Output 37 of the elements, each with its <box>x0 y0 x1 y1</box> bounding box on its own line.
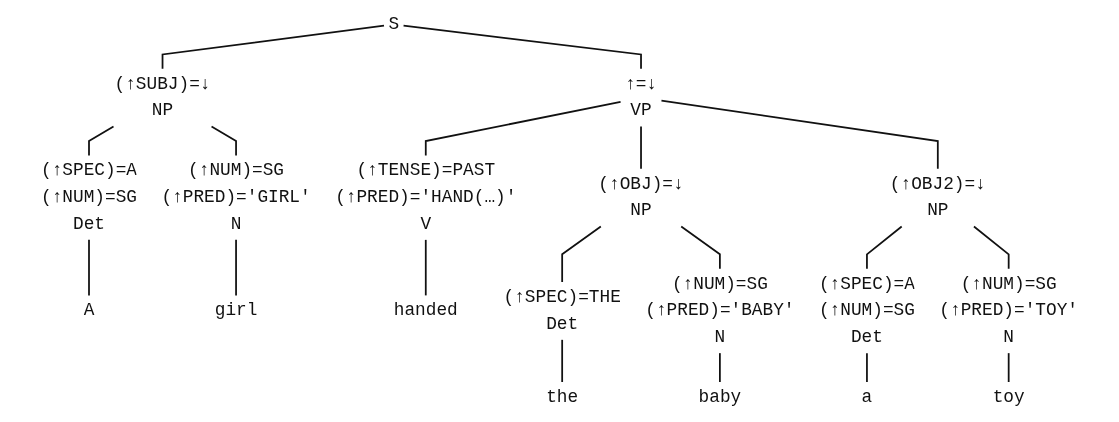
node-text: (↑SPEC)=THE Det <box>503 287 621 335</box>
connector <box>660 99 939 170</box>
node-text: ↑=↓ VP <box>625 74 658 122</box>
node-text: (↑SPEC)=A (↑NUM)=SG Det <box>41 161 137 235</box>
connector <box>561 225 602 283</box>
connector <box>424 239 427 297</box>
node-text: (↑SUBJ)=↓ NP <box>114 74 211 122</box>
connector <box>1007 352 1010 383</box>
node-text: (↑NUM)=SG (↑PRED)='BABY' N <box>645 274 795 348</box>
connector <box>640 125 642 170</box>
connector <box>719 352 721 383</box>
connector <box>424 100 622 157</box>
connector <box>88 239 90 297</box>
node-text: (↑NUM)=SG (↑PRED)='TOY' N <box>939 274 1078 348</box>
node-text: (↑OBJ2)=↓ NP <box>889 174 986 221</box>
connector <box>973 225 1010 270</box>
connector <box>866 352 868 383</box>
connector <box>680 225 721 270</box>
node-text: S <box>388 14 400 35</box>
connector <box>402 24 642 70</box>
connector <box>561 338 564 383</box>
node-text: the <box>546 387 579 408</box>
node-text: toy <box>992 387 1025 408</box>
node-text: a <box>861 387 873 408</box>
node-text: A <box>83 300 95 321</box>
connector <box>161 24 385 70</box>
node-text: (↑SPEC)=A (↑NUM)=SG Det <box>818 274 915 348</box>
connector <box>866 225 903 270</box>
node-text: (↑NUM)=SG (↑PRED)='GIRL' N <box>161 161 311 235</box>
node-text: (↑TENSE)=PAST (↑PRED)='HAND(…)' V <box>335 161 517 235</box>
node-text: girl <box>214 300 258 321</box>
connector <box>88 125 115 157</box>
connector <box>210 125 237 157</box>
connector <box>235 239 237 297</box>
node-text: handed <box>393 300 458 321</box>
node-text: baby <box>698 387 742 408</box>
node-text: (↑OBJ)=↓ NP <box>598 174 684 221</box>
